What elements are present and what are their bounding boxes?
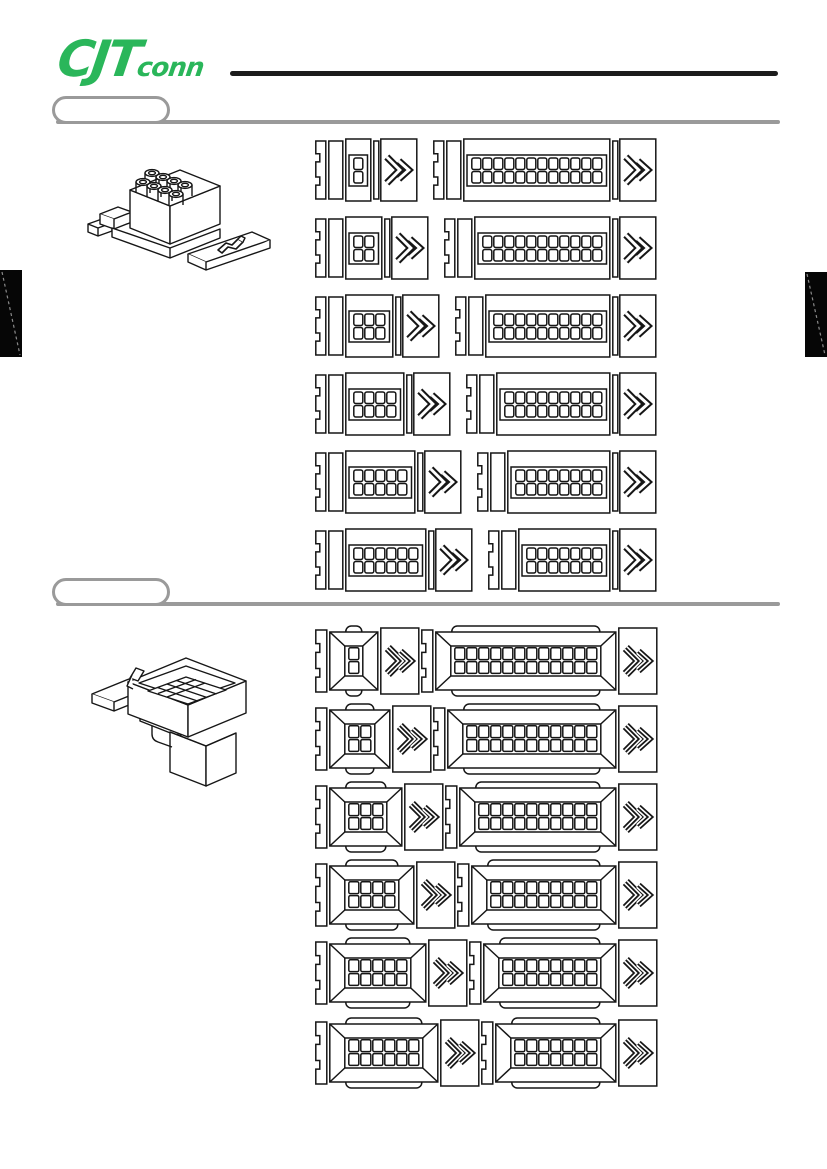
receptacle-drawing-6-circuit (315, 294, 441, 358)
receptacle-drawing-4-circuit (315, 216, 430, 280)
receptacle-drawing-24-circuit (433, 138, 658, 202)
plug-drawing-20-circuit (445, 780, 658, 854)
receptacle-drawing-12-circuit (315, 528, 474, 592)
receptacle-drawing-22-circuit (444, 216, 658, 280)
section-2-header-pill (52, 578, 170, 606)
brand-logo-sub: conn (135, 53, 206, 83)
plug-drawing-8-circuit (315, 858, 456, 932)
plug-drawing-2-circuit (315, 624, 420, 698)
section-1-header-pill (52, 96, 170, 124)
section-2-rule (56, 602, 780, 606)
page-edge-tab-left (0, 270, 22, 357)
section-1-rule (56, 120, 780, 124)
receptacle-drawing-2-circuit (315, 138, 419, 202)
plug-drawing-12-circuit (315, 1016, 480, 1090)
plug-drawing-10-circuit (315, 936, 468, 1010)
plug-drawing-18-circuit (457, 858, 658, 932)
plug-isometric-figure (78, 628, 268, 796)
receptacle-drawing-18-circuit (466, 372, 658, 436)
plug-drawing-14-circuit (481, 1016, 658, 1090)
receptacle-drawing-16-circuit (477, 450, 658, 514)
brand-logo-main: CJT (53, 30, 143, 88)
page-edge-tab-right (805, 272, 827, 357)
receptacle-drawing-10-circuit (315, 450, 463, 514)
plug-drawing-24-circuit (421, 624, 658, 698)
brand-logo: CJTconn (54, 30, 208, 88)
receptacle-drawing-20-circuit (455, 294, 658, 358)
receptacle-isometric-figure (68, 148, 273, 293)
plug-drawing-6-circuit (315, 780, 444, 854)
plug-drawing-4-circuit (315, 702, 432, 776)
receptacle-drawing-8-circuit (315, 372, 452, 436)
receptacle-drawing-14-circuit (488, 528, 658, 592)
header-rule (230, 71, 778, 76)
plug-drawing-16-circuit (469, 936, 658, 1010)
plug-drawing-22-circuit (433, 702, 658, 776)
